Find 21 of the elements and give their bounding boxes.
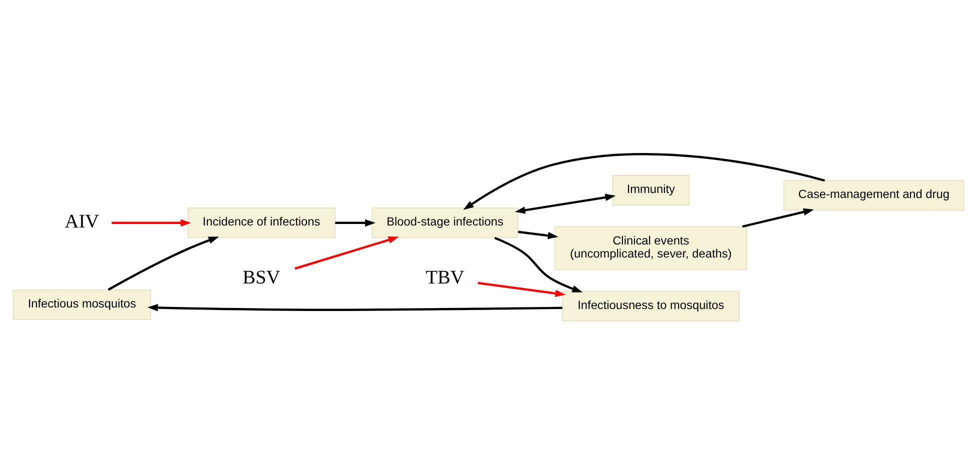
arrow bbox=[112, 218, 192, 226]
node-text: TBV bbox=[426, 266, 464, 288]
arrow bbox=[742, 208, 814, 228]
node-box: Immunity bbox=[612, 174, 690, 205]
node-box: Infectious mosquitos bbox=[12, 288, 152, 320]
arrow bbox=[463, 152, 825, 210]
node-box: Incidence of infections bbox=[187, 207, 336, 238]
node-box: Case-management and drug bbox=[784, 180, 964, 210]
arrow bbox=[147, 304, 562, 311]
node-box: Clinical events (uncomplicated, sever, deaths) bbox=[554, 226, 748, 270]
arrow bbox=[478, 281, 566, 297]
arrow bbox=[518, 230, 558, 239]
arrow bbox=[514, 193, 616, 214]
node-box: Blood-stage infections bbox=[372, 207, 518, 238]
node-text: BSV bbox=[242, 266, 280, 288]
arrow bbox=[494, 236, 583, 292]
arrow bbox=[108, 236, 219, 290]
arrow bbox=[335, 218, 376, 226]
node-text: AIV bbox=[64, 211, 100, 232]
arrow bbox=[294, 236, 399, 270]
node-box: Infectiousness to mosquitos bbox=[562, 290, 740, 321]
